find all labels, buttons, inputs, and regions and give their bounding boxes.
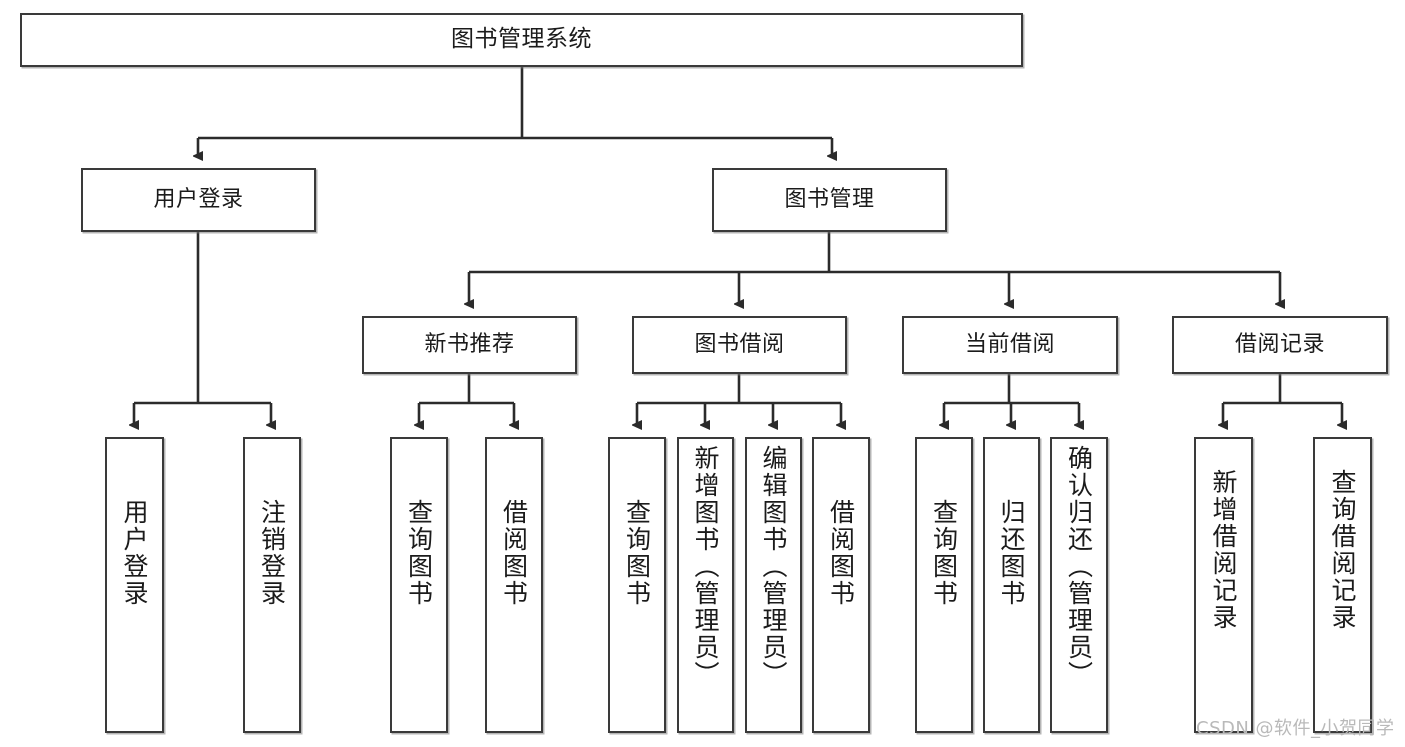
node-root[interactable]: 图书管理系统 bbox=[20, 13, 1023, 67]
node-borrow-record[interactable]: 借阅记录 bbox=[1172, 316, 1388, 374]
leaf-borrow-record-add[interactable]: 新增借阅记录 bbox=[1194, 437, 1253, 733]
leaf-borrow-record-add-label: 新增借阅记录 bbox=[1209, 469, 1238, 631]
leaf-book-borrow-borrow-label: 借阅图书 bbox=[826, 499, 856, 607]
node-current-borrow[interactable]: 当前借阅 bbox=[902, 316, 1118, 374]
node-user-login-label: 用户登录 bbox=[153, 186, 244, 212]
leaf-book-borrow-query-label: 查询图书 bbox=[622, 499, 652, 607]
node-root-label: 图书管理系统 bbox=[451, 26, 592, 53]
node-book-management-label: 图书管理 bbox=[784, 186, 875, 212]
node-new-book-recommend[interactable]: 新书推荐 bbox=[362, 316, 577, 374]
leaf-book-borrow-edit-label: 编辑图书（管理员） bbox=[759, 445, 788, 688]
leaf-new-book-borrow[interactable]: 借阅图书 bbox=[485, 437, 543, 733]
leaf-current-borrow-query[interactable]: 查询图书 bbox=[915, 437, 973, 733]
leaf-current-borrow-return-label: 归还图书 bbox=[997, 499, 1026, 607]
leaf-new-book-query[interactable]: 查询图书 bbox=[390, 437, 448, 733]
leaf-book-borrow-query[interactable]: 查询图书 bbox=[608, 437, 666, 733]
leaf-book-borrow-edit[interactable]: 编辑图书（管理员） bbox=[745, 437, 802, 733]
leaf-user-login-signin-label: 用户登录 bbox=[120, 499, 149, 607]
csdn-watermark: CSDN @软件_小贺同学 bbox=[1196, 718, 1395, 739]
leaf-current-borrow-confirm[interactable]: 确认归还（管理员） bbox=[1050, 437, 1108, 733]
node-current-borrow-label: 当前借阅 bbox=[964, 331, 1055, 357]
node-book-borrow[interactable]: 图书借阅 bbox=[632, 316, 847, 374]
node-user-login[interactable]: 用户登录 bbox=[81, 168, 316, 232]
leaf-book-borrow-borrow[interactable]: 借阅图书 bbox=[812, 437, 870, 733]
node-book-management[interactable]: 图书管理 bbox=[712, 168, 947, 232]
node-book-borrow-label: 图书借阅 bbox=[694, 331, 785, 357]
leaf-borrow-record-query[interactable]: 查询借阅记录 bbox=[1313, 437, 1372, 733]
leaf-user-login-signout[interactable]: 注销登录 bbox=[243, 437, 301, 733]
node-new-book-recommend-label: 新书推荐 bbox=[424, 331, 515, 357]
leaf-current-borrow-confirm-label: 确认归还（管理员） bbox=[1064, 445, 1094, 688]
leaf-new-book-borrow-label: 借阅图书 bbox=[499, 499, 529, 607]
leaf-user-login-signout-label: 注销登录 bbox=[257, 499, 287, 607]
node-borrow-record-label: 借阅记录 bbox=[1234, 331, 1325, 357]
leaf-book-borrow-add-label: 新增图书（管理员） bbox=[691, 445, 720, 688]
leaf-current-borrow-query-label: 查询图书 bbox=[929, 499, 959, 607]
leaf-book-borrow-add[interactable]: 新增图书（管理员） bbox=[677, 437, 734, 733]
leaf-current-borrow-return[interactable]: 归还图书 bbox=[983, 437, 1040, 733]
leaf-user-login-signin[interactable]: 用户登录 bbox=[105, 437, 164, 733]
leaf-new-book-query-label: 查询图书 bbox=[404, 499, 434, 607]
leaf-borrow-record-query-label: 查询借阅记录 bbox=[1328, 469, 1357, 631]
